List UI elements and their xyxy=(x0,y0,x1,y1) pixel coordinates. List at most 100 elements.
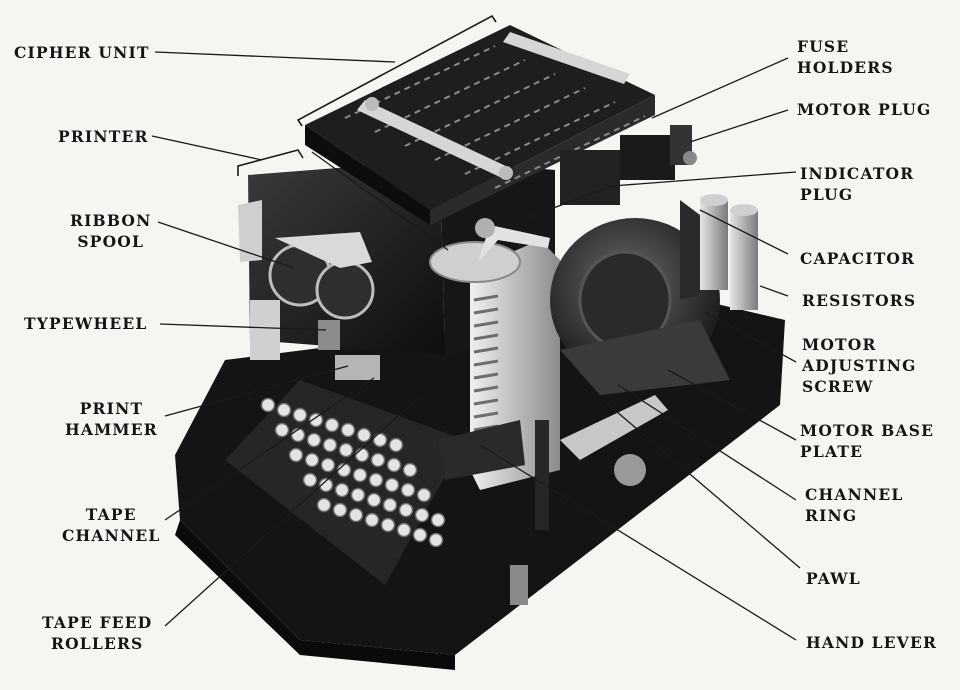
capacitor-group xyxy=(680,194,758,310)
cipher-unit-leader xyxy=(154,51,396,63)
key xyxy=(306,432,322,448)
label-tape-channel: TAPE CHANNEL xyxy=(62,504,160,546)
label-channel-ring-line-1: CHANNEL xyxy=(805,485,904,504)
key xyxy=(324,417,340,433)
heat-fin xyxy=(473,294,499,302)
label-channel-ring-line-2: RING xyxy=(805,506,858,525)
key xyxy=(316,497,332,513)
label-cipher-unit: CIPHER UNIT xyxy=(14,43,150,62)
label-motor-plug: MOTOR PLUG xyxy=(797,100,932,119)
label-fuse-holders-line-1: FUSE xyxy=(797,37,850,56)
key xyxy=(302,472,318,488)
label-print-hammer: PRINT HAMMER xyxy=(65,398,158,440)
printer-bracket xyxy=(237,149,304,176)
label-fuse-holders-line-2: HOLDERS xyxy=(797,58,894,77)
heat-fin xyxy=(473,333,499,341)
printer-housing xyxy=(238,160,555,380)
label-typewheel: TYPEWHEEL xyxy=(24,314,148,333)
key xyxy=(388,437,404,453)
heat-fin xyxy=(473,372,499,380)
label-tape-channel-line-1: TAPE xyxy=(85,505,137,524)
key xyxy=(398,502,414,518)
label-printer: PRINTER xyxy=(58,127,149,146)
key xyxy=(292,407,308,423)
front-panel xyxy=(429,218,668,605)
key xyxy=(380,517,396,533)
printer-leader-2 xyxy=(311,151,449,251)
motor-adjusting-screw-leader xyxy=(704,311,797,363)
key xyxy=(322,437,338,453)
key xyxy=(364,512,380,528)
key xyxy=(416,487,432,503)
key xyxy=(304,452,320,468)
label-indicator-plug-line-1: INDICATOR xyxy=(800,164,915,183)
key xyxy=(412,527,428,543)
label-motor-adjusting-screw-line-1: MOTOR xyxy=(802,335,877,354)
label-capacitor: CAPACITOR xyxy=(800,249,916,268)
label-pawl: PAWL xyxy=(806,569,861,588)
indicator-plug-leader-2 xyxy=(507,185,613,226)
key xyxy=(320,457,336,473)
heat-fin xyxy=(473,385,499,393)
key xyxy=(430,512,446,528)
label-indicator-plug: INDICATOR PLUG xyxy=(800,163,914,205)
tape-channel-leader xyxy=(164,377,375,521)
ribbon-spool-leader xyxy=(157,221,295,269)
typewheel-leader xyxy=(159,323,327,331)
key xyxy=(308,412,324,428)
label-motor-base-plate-line-1: MOTOR BASE xyxy=(800,421,935,440)
motor-plug-leader xyxy=(689,109,789,143)
print-hammer-leader xyxy=(164,365,349,417)
label-tape-channel-line-2: CHANNEL xyxy=(62,526,161,545)
label-tape-feed-rollers-line-2: ROLLERS xyxy=(50,634,144,653)
motor xyxy=(550,125,730,395)
capacitor-leader xyxy=(699,209,789,255)
key xyxy=(332,502,348,518)
motor-base-plate-leader xyxy=(667,369,797,441)
hand-lever-leader xyxy=(479,444,797,641)
fuse-holders-leader xyxy=(651,57,789,119)
label-motor-adjusting-screw: MOTOR ADJUSTING SCREW xyxy=(802,334,917,397)
cipher-unit-bracket xyxy=(296,14,497,127)
label-fuse-holders: FUSE HOLDERS xyxy=(797,36,894,78)
heat-fin xyxy=(473,398,499,406)
key xyxy=(338,442,354,458)
key xyxy=(334,482,350,498)
cipher-wheel xyxy=(494,115,646,189)
resistors-leader xyxy=(759,285,789,297)
key xyxy=(356,427,372,443)
label-tape-feed-rollers: TAPE FEED ROLLERS xyxy=(42,612,152,654)
key xyxy=(402,462,418,478)
tape-feed-rollers-leader xyxy=(164,397,419,627)
key xyxy=(276,402,292,418)
key xyxy=(288,447,304,463)
label-indicator-plug-line-2: PLUG xyxy=(800,185,854,204)
key xyxy=(428,532,444,548)
heat-fin xyxy=(473,320,499,328)
label-print-hammer-line-2: HAMMER xyxy=(65,420,158,439)
label-ribbon-spool-line-1: RIBBON xyxy=(70,211,152,230)
heat-fin xyxy=(473,411,499,419)
label-motor-base-plate-line-2: PLATE xyxy=(800,442,864,461)
indicator-plug-leader xyxy=(611,171,797,187)
key xyxy=(350,487,366,503)
printer-leader xyxy=(151,135,263,161)
label-channel-ring: CHANNEL RING xyxy=(805,484,903,526)
label-ribbon-spool: RIBBON SPOOL xyxy=(70,210,152,252)
key xyxy=(400,482,416,498)
key xyxy=(414,507,430,523)
label-hand-lever: HAND LEVER xyxy=(806,633,938,652)
key xyxy=(384,477,400,493)
label-resistors: RESISTORS xyxy=(802,291,917,310)
key xyxy=(366,492,382,508)
key xyxy=(354,447,370,463)
key xyxy=(348,507,364,523)
label-motor-adjusting-screw-line-2: ADJUSTING xyxy=(802,356,917,375)
label-tape-feed-rollers-line-1: TAPE FEED xyxy=(42,613,153,632)
key xyxy=(372,432,388,448)
key xyxy=(340,422,356,438)
channel-ring-leader xyxy=(617,384,797,501)
key xyxy=(318,477,334,493)
